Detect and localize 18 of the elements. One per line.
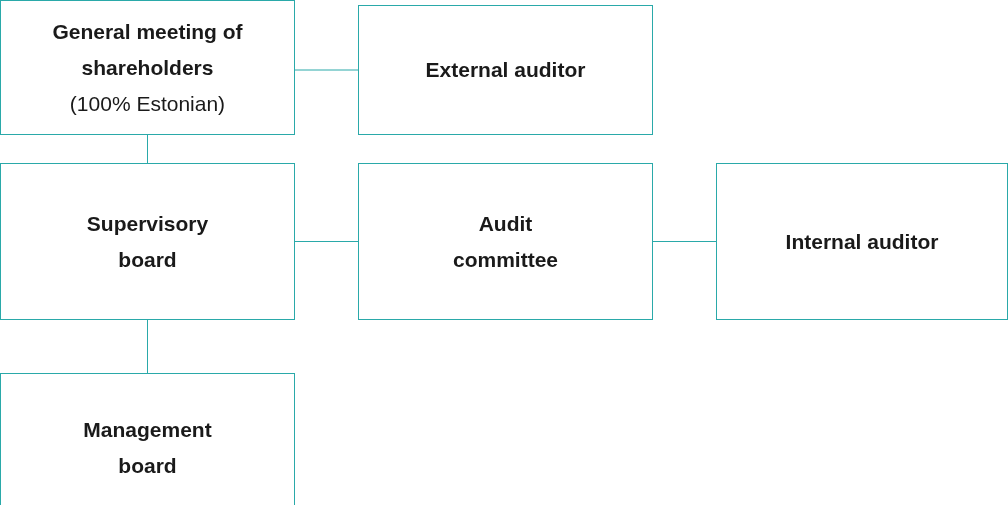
connector-line	[147, 134, 148, 164]
connector-line	[294, 241, 359, 242]
node-title: Management board	[82, 417, 213, 479]
node-title: Internal auditor	[785, 228, 939, 255]
org-box	[0, 373, 295, 505]
node-title: Audit committee	[452, 210, 559, 273]
node-title: External auditor	[425, 57, 586, 83]
node-title: General meeting of shareholders	[51, 18, 244, 81]
connector-line	[294, 69, 359, 71]
node-title: Supervisory board	[85, 210, 210, 273]
connector-line	[147, 319, 148, 374]
org-box	[358, 163, 653, 320]
org-box	[358, 5, 653, 135]
connector-line	[652, 241, 717, 242]
org-box	[716, 163, 1008, 320]
org-box	[0, 163, 295, 320]
node-note: (100% Estonian)	[69, 90, 226, 117]
org-box	[0, 0, 295, 135]
